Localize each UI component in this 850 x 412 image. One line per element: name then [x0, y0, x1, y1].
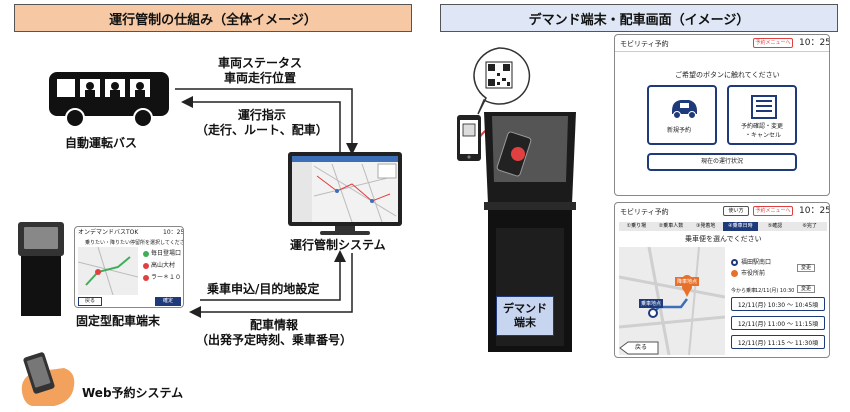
screen2-prompt: 乗車便を選んでください	[685, 235, 762, 243]
help-label: 使い方	[728, 208, 744, 214]
destination-label: 市役所前	[741, 270, 766, 277]
screen2-menu-button[interactable]: 予約メニューへ	[753, 206, 793, 216]
screen2-app-name: モビリティ予約	[620, 208, 669, 216]
departure-time: 12/11(月) 10:30	[755, 288, 795, 294]
step-5: ⑤確認	[767, 223, 783, 229]
manage-reservation-button[interactable]: 予約確認・変更 ・キャンセル	[727, 85, 797, 145]
kiosk-screen-small	[18, 222, 64, 256]
qr-code-icon	[485, 61, 513, 89]
mini-map	[78, 247, 138, 295]
kiosk-label-line1: デマンド	[503, 302, 547, 315]
monitor-stand	[335, 226, 355, 232]
origin-label: 福田駅南口	[741, 259, 772, 266]
operation-instruction-label: 運行指示 （走行、ルート、配車）	[196, 108, 328, 138]
dispatch-info-line1: 配車情報	[250, 318, 299, 332]
mini-back-button[interactable]: 戻る	[78, 297, 102, 306]
kiosk-label-box: デマンド 端末	[496, 296, 554, 336]
change-time-button[interactable]: 変更	[797, 285, 815, 293]
smartphone-icon	[457, 115, 481, 161]
screen1-app-name: モビリティ予約	[620, 40, 669, 48]
screen1-time: 10：25	[799, 38, 830, 48]
monitor-map-screen	[292, 156, 398, 222]
arrow-vehicle-status	[175, 88, 358, 155]
back-button[interactable]: 戻る	[619, 341, 659, 355]
fixed-terminal-kiosk	[16, 222, 66, 316]
mini-stop-3-marker	[143, 275, 149, 281]
kiosk-label-line2: 端末	[514, 316, 536, 329]
control-system-label: 運行管制システム	[290, 238, 386, 252]
change-location-button[interactable]: 変更	[797, 264, 815, 272]
kiosk-body-small	[21, 256, 61, 316]
step-1: ①乗り場	[626, 223, 647, 229]
fixed-terminal-screen: オンデマンドバスTOK 10：25 乗りたい・降りたい停留所を選択してください …	[74, 226, 184, 308]
new-reservation-label: 新規予約	[667, 127, 692, 134]
right-panel-header: デマンド端末・配車画面（イメージ）	[440, 4, 838, 32]
current-status-button[interactable]: 現在の運行状況	[647, 153, 797, 171]
screen1-divider	[615, 51, 829, 52]
map-end-tag: 降車地点	[675, 277, 700, 286]
departure-note: 今から乗車	[731, 288, 757, 294]
qr-bubble	[473, 47, 531, 115]
fixed-terminal-label: 固定型配車端末	[76, 314, 161, 328]
web-system-label: Web予約システム	[82, 386, 184, 400]
mini-time: 10：25	[163, 229, 184, 236]
current-status-label: 現在の運行状況	[700, 158, 743, 165]
route-map	[619, 247, 725, 355]
mini-stop-1: 毎日登場口	[151, 250, 182, 257]
operation-instruction-line2: （走行、ルート、配車）	[196, 123, 328, 137]
step-2: ②乗車人数	[658, 223, 684, 229]
manage-label-1: 予約確認・変更	[741, 123, 784, 130]
destination-marker-icon	[731, 270, 738, 277]
step-progress-bar: ①乗り場 ②乗車人数 ③発着地 ④乗車日時 ⑤確認 ⑥完了	[619, 222, 827, 231]
dispatch-info-label: 配車情報 （出発予定時刻、乗車番号）	[196, 318, 352, 348]
hand-phone-icon	[21, 352, 75, 406]
route-select-screen: モビリティ予約 使い方 予約メニューへ 10：25 ①乗り場 ②乗車人数 ③発着…	[614, 202, 830, 358]
screen2-time: 10：25	[799, 206, 830, 216]
mini-title: オンデマンドバスTOK	[78, 229, 139, 236]
screen2-help-button[interactable]: 使い方	[723, 206, 749, 216]
vehicle-status-label: 車両ステータス 車両走行位置	[218, 56, 302, 86]
mini-stop-3: ラー＊１０	[151, 274, 182, 281]
mini-prompt: 乗りたい・降りたい停留所を選択してください	[85, 240, 184, 246]
step-6: ⑥完了	[802, 223, 817, 229]
time-slot-2[interactable]: 12/11(月) 11:00 ～ 11:15頃	[731, 316, 825, 330]
control-system-monitor	[288, 152, 402, 226]
arrow-dispatch-info	[189, 253, 353, 318]
dispatch-info-line2: （出発予定時刻、乗車番号）	[196, 333, 353, 347]
mini-stop-1-marker	[143, 251, 149, 257]
monitor-base	[320, 231, 370, 235]
bus-icon	[49, 72, 169, 128]
left-panel-header: 運行管制の仕組み（全体イメージ）	[14, 4, 412, 32]
mini-confirm-button[interactable]: 確定	[155, 297, 181, 306]
screen1-prompt: ご希望のボタンに触れてください	[675, 71, 780, 79]
back-label: 戻る	[635, 344, 648, 351]
operation-instruction-line1: 運行指示	[237, 108, 286, 122]
screen1-menu-button[interactable]: 予約メニューへ	[753, 38, 793, 48]
arrow-boarding-request	[200, 250, 346, 301]
new-reservation-button[interactable]: 新規予約	[647, 85, 717, 145]
bus-label: 自動運転バス	[65, 136, 138, 150]
map-start-tag: 乗車地点	[639, 299, 664, 308]
arrow-operation-instruction	[181, 96, 341, 152]
car-icon	[672, 100, 697, 119]
mini-stop-2: 高山大村	[151, 262, 176, 269]
left-panel-header-text: 運行管制の仕組み（全体イメージ）	[109, 12, 317, 28]
card-in-hand-icon	[496, 131, 532, 177]
vehicle-status-line2: 車両走行位置	[224, 71, 297, 85]
back-arrow-icon	[619, 341, 659, 355]
time-slot-1[interactable]: 12/11(月) 10:30 ～ 10:45頃	[731, 297, 825, 311]
step-3: ③発着地	[695, 223, 716, 229]
vehicle-status-line1: 車両ステータス	[218, 56, 303, 70]
right-panel-header-text: デマンド端末・配車画面（イメージ）	[528, 12, 750, 28]
time-slot-3[interactable]: 12/11(月) 11:15 ～ 11:30頃	[731, 335, 825, 349]
menu-screen: モビリティ予約 予約メニューへ 10：25 ご希望のボタンに触れてください 新規…	[614, 34, 830, 196]
origin-marker-icon	[731, 259, 738, 266]
demand-kiosk: デマンド 端末	[480, 106, 580, 352]
boarding-request-label: 乗車申込/目的地設定	[207, 282, 320, 296]
step-4: ④乗車日時	[723, 222, 758, 231]
mini-stop-2-marker	[143, 263, 149, 269]
document-list-icon	[751, 95, 777, 119]
manage-label-2: ・キャンセル	[745, 132, 782, 139]
